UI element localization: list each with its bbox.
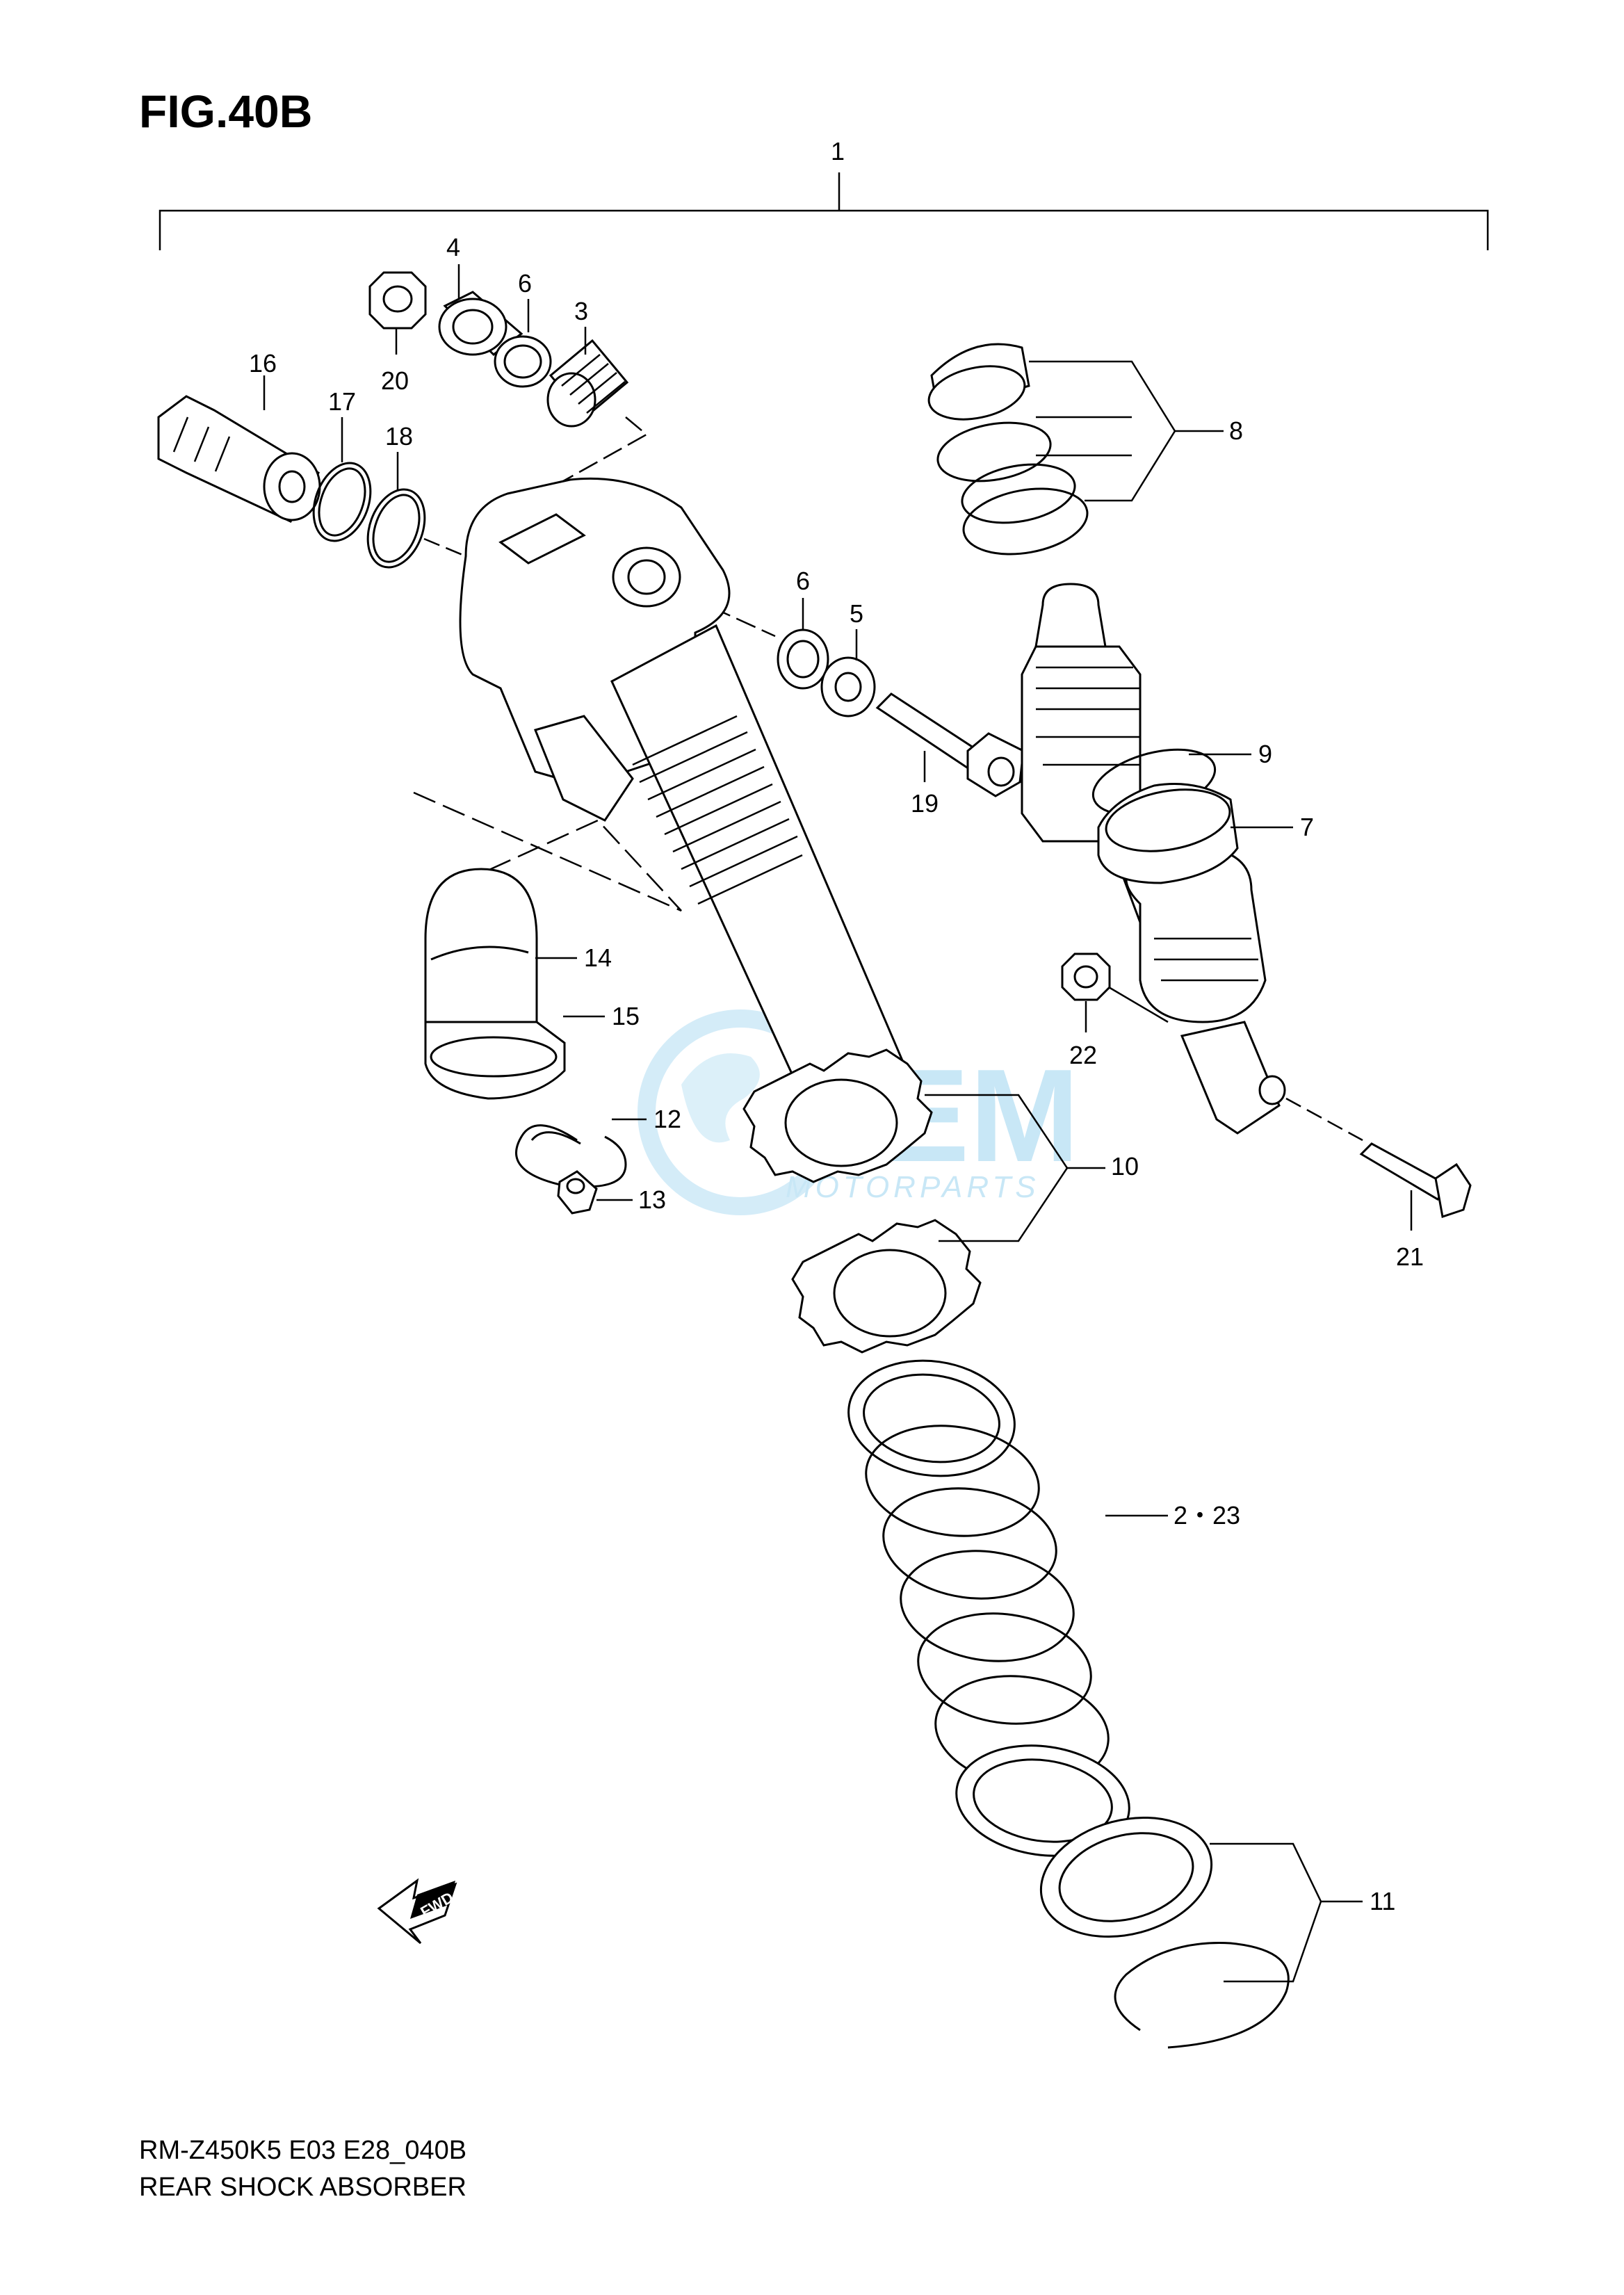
callout-1: 1 [831, 137, 845, 165]
callout-20: 20 [381, 366, 409, 395]
callout-12: 12 [653, 1105, 681, 1133]
callout-5: 5 [850, 599, 863, 628]
part-20-nut [368, 271, 427, 330]
part-22-nut [1061, 952, 1111, 1001]
part-4-collar [438, 291, 523, 356]
part-18-oring [366, 488, 426, 569]
callout-17: 17 [328, 387, 356, 416]
part-13-valve [557, 1170, 598, 1215]
fwd-arrow-icon: FWD [377, 1878, 457, 1945]
part-21-bolt [1359, 1142, 1472, 1218]
callout-14: 14 [584, 943, 612, 972]
part-7-collar [1097, 783, 1239, 884]
part-19-bolt [875, 692, 1025, 797]
part-5-washer [820, 656, 876, 717]
part-6-seal-top [494, 335, 552, 388]
part-15-cap [424, 1021, 566, 1100]
assembly-bracket [159, 172, 1489, 250]
part-11-clip [1114, 1942, 1290, 2049]
part-16-adjuster [157, 395, 321, 523]
part-2-23-spring [847, 1359, 1130, 1857]
callout-18: 18 [385, 422, 413, 451]
part-14-bladder [424, 868, 538, 1023]
callout-10: 10 [1111, 1152, 1139, 1181]
part-17-oring [312, 462, 372, 542]
part-8-rings [927, 343, 1089, 555]
callout-8: 8 [1229, 416, 1243, 445]
part-1-shock-body [459, 477, 909, 1133]
part-12-circlip [515, 1124, 627, 1188]
callout-2-23: 2・23 [1174, 1501, 1240, 1530]
part-10-locknut-upper [742, 1048, 933, 1183]
part-10-locknut-lower [791, 1219, 982, 1354]
figure-title: FIG.40B [139, 86, 312, 137]
callout-21: 21 [1396, 1242, 1424, 1271]
part-6-seal-side [777, 629, 829, 690]
callout-11: 11 [1370, 1887, 1395, 1915]
callout-6-side: 6 [796, 567, 810, 595]
callout-22: 22 [1069, 1041, 1097, 1069]
callout-7: 7 [1300, 813, 1314, 841]
figure-name: REAR SHOCK ABSORBER [139, 2173, 466, 2202]
callout-13: 13 [638, 1185, 666, 1214]
callout-4: 4 [446, 233, 460, 261]
figure-code: RM-Z450K5 E03 E28_040B [139, 2136, 466, 2165]
callout-19: 19 [911, 789, 939, 818]
part-11-seat [1039, 1816, 1213, 1938]
callout-3: 3 [574, 297, 588, 325]
part-3-bearing [546, 339, 629, 428]
callout-16: 16 [249, 349, 277, 378]
callout-6-top: 6 [518, 269, 532, 298]
callout-15: 15 [612, 1002, 640, 1030]
callout-9: 9 [1258, 740, 1272, 768]
